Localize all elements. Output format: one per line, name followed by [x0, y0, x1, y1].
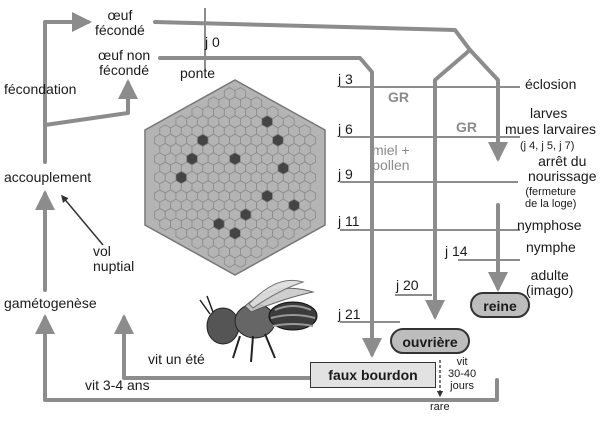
honeycomb-icon	[144, 79, 326, 276]
label-vol-nuptial: vol nuptial	[93, 243, 135, 274]
bee-drone-icon	[199, 279, 318, 363]
label-j6: j 6	[338, 121, 353, 137]
label-vit-un-ete: vit un été	[148, 351, 205, 367]
label-gr-1: GR	[388, 89, 409, 105]
comb-cell	[282, 226, 295, 240]
label-oeuf-feconde: œuf fécondé	[95, 7, 145, 38]
comb-cell	[223, 254, 236, 268]
label-mues: mues larvaires	[505, 121, 597, 137]
label-j11: j 11	[338, 213, 360, 229]
label-j0: j 0	[205, 34, 220, 50]
badge-reine: reine	[470, 292, 530, 318]
label-eclosion: éclosion	[525, 76, 577, 92]
queen-path	[468, 48, 508, 162]
label-gametogenese: gamétogenèse	[4, 295, 97, 311]
label-oeuf-non-feconde: œuf non fécondé	[98, 47, 151, 78]
label-j9: j 9	[338, 166, 353, 182]
label-ponte: ponte	[180, 65, 216, 81]
drone-lifespan-loop	[114, 314, 312, 380]
label-vit-30-40-jours: vit 30-40 jours	[448, 356, 477, 392]
loop-queen-lifespan	[35, 314, 499, 402]
arrow-to-oeuf-non-feconde	[43, 79, 138, 127]
drone-path	[158, 56, 382, 358]
comb-cell	[191, 235, 204, 250]
label-j14: j 14	[445, 243, 468, 259]
label-accouplement: accouplement	[4, 169, 92, 185]
label-rare: rare	[430, 401, 450, 413]
comb-cell	[159, 217, 172, 231]
label-j20: j 20	[396, 277, 419, 293]
badge-faux-bourdon: faux bourdon	[310, 362, 436, 388]
comb-cell	[250, 245, 263, 259]
label-larves: larves	[530, 105, 568, 121]
label-arret: arrêt du nourissage	[528, 153, 597, 184]
vol-nuptial-arrow	[61, 194, 104, 246]
label-j21: j 21	[338, 306, 361, 322]
label-mues-jours: (j 4, j 5, j 7)	[520, 140, 575, 152]
comb-cell	[234, 254, 247, 268]
label-miel-pollen: miel + pollen	[372, 142, 410, 173]
comb-cell	[266, 235, 279, 250]
label-nymphose: nymphose	[517, 217, 582, 233]
label-fecondation: fécondation	[4, 81, 77, 97]
label-vit-3-4-ans: vit 3-4 ans	[85, 377, 150, 393]
label-adulte: adulte (imago)	[526, 267, 574, 298]
comb-cell	[175, 226, 188, 240]
label-gr-2: GR	[456, 119, 477, 135]
label-j3: j 3	[338, 71, 353, 87]
label-nymphe: nymphe	[526, 239, 576, 255]
comb-cell	[298, 217, 311, 231]
comb-cell	[207, 245, 220, 259]
badge-ouvriere: ouvrière	[390, 328, 470, 354]
label-fermeture: (fermeture de la loge)	[525, 186, 577, 210]
arrow-to-oeuf-feconde	[43, 12, 92, 164]
